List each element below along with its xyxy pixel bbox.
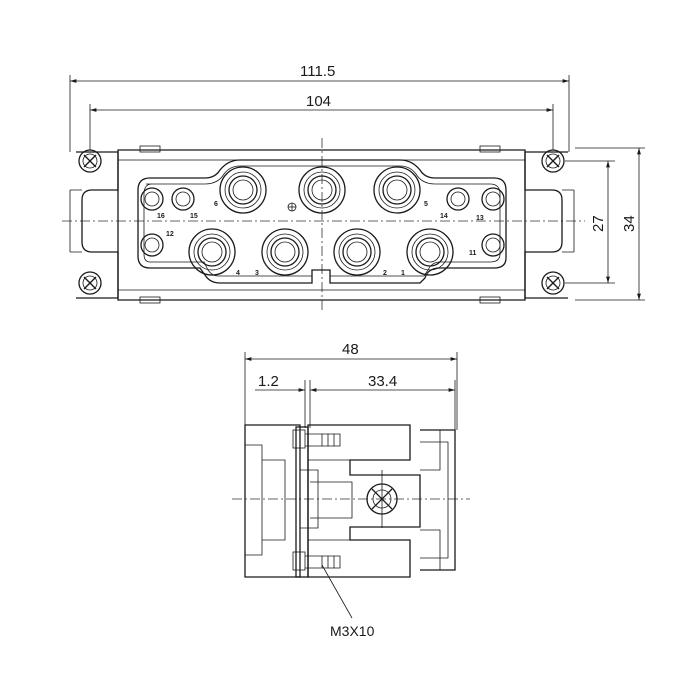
svg-text:104: 104: [306, 93, 331, 110]
pin-label: 11: [469, 250, 477, 257]
svg-text:34: 34: [621, 215, 638, 232]
pin-label: 1: [401, 270, 405, 277]
pin-label: 4: [236, 270, 240, 277]
pin-label: 2: [383, 270, 387, 277]
signal-contact-icon: [140, 187, 164, 211]
dimension-overall-length: 111.5: [69, 63, 570, 152]
ground-symbol-icon: [287, 202, 297, 212]
pin-label: 6: [214, 201, 218, 208]
pin-label: 16: [157, 213, 165, 220]
pin-label: 14: [440, 213, 448, 220]
pin-label: 15: [190, 213, 198, 220]
signal-contact-icon: [481, 187, 505, 211]
signal-contact-icon: [171, 187, 195, 211]
screw-icon: [292, 429, 341, 449]
pin-label: 5: [424, 201, 428, 208]
dimension-side-width: 48: [244, 341, 458, 430]
flange-screw-icon: [78, 149, 102, 173]
svg-text:1.2: 1.2: [258, 373, 279, 390]
cross-screw-icon: [366, 470, 398, 528]
front-view: 1 2 3 4 5 6 11 12 13 14 15 16: [62, 138, 585, 312]
dimension-depth: 33.4: [310, 373, 456, 430]
flange-screw-icon: [541, 149, 565, 173]
flange-screw-icon: [78, 271, 102, 295]
svg-text:33.4: 33.4: [368, 373, 397, 390]
signal-contact-icon: [446, 187, 470, 211]
power-contact-icon: [219, 166, 267, 214]
svg-text:27: 27: [590, 215, 607, 232]
svg-text:111.5: 111.5: [300, 63, 335, 80]
dimension-overall-height: 34: [575, 147, 645, 301]
pin-label: 3: [255, 270, 259, 277]
signal-contact-icon: [481, 233, 505, 257]
dimension-offset: 1.2: [255, 373, 311, 428]
signal-contact-icon: [140, 233, 164, 257]
dimension-hole-spacing: 104: [89, 93, 554, 150]
side-view: [232, 424, 470, 619]
power-contact-icon: [333, 228, 381, 276]
power-contact-icon: [373, 166, 421, 214]
power-contact-icon: [406, 228, 454, 276]
power-contact-icon: [261, 228, 309, 276]
screw-note: M3X10: [330, 623, 375, 639]
power-contact-icon: [188, 228, 236, 276]
power-contact-icon: [298, 166, 346, 214]
screw-icon: [292, 551, 341, 571]
dimension-inner-height: 27: [565, 160, 615, 284]
flange-screw-icon: [541, 271, 565, 295]
pin-label: 12: [166, 231, 174, 238]
pin-label: 13: [476, 215, 484, 222]
svg-text:48: 48: [342, 341, 359, 358]
